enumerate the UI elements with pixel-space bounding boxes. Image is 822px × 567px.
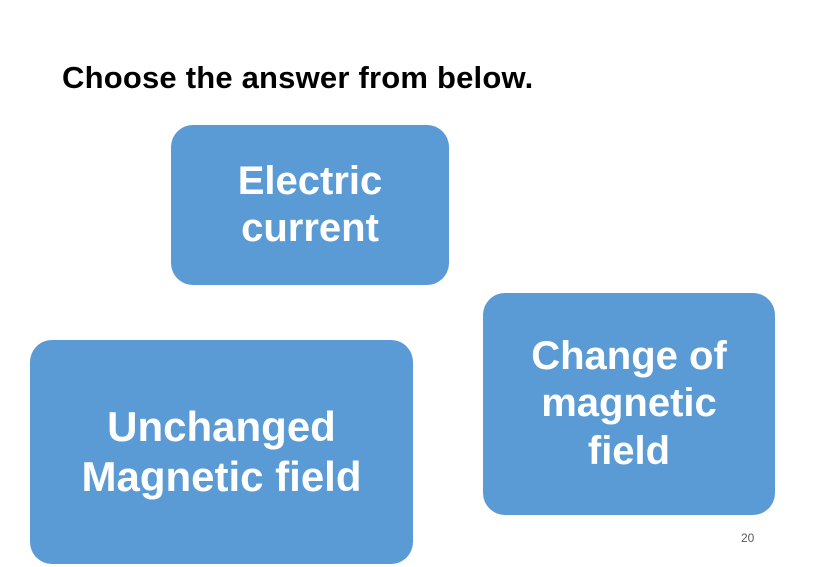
answer-option-label: Change of magnetic field [531,334,727,473]
page-title: Choose the answer from below. [62,60,534,95]
slide-page-number: 20 [741,531,755,545]
answer-option-change-of-magnetic-field[interactable]: Change of magnetic field [483,293,775,515]
answer-option-unchanged-magnetic-field[interactable]: Unchanged Magnetic field [30,340,413,564]
answer-option-label: Electric current [237,158,383,250]
answer-option-electric-current[interactable]: Electric current [171,125,449,285]
answer-option-label: Unchanged Magnetic field [81,403,362,500]
